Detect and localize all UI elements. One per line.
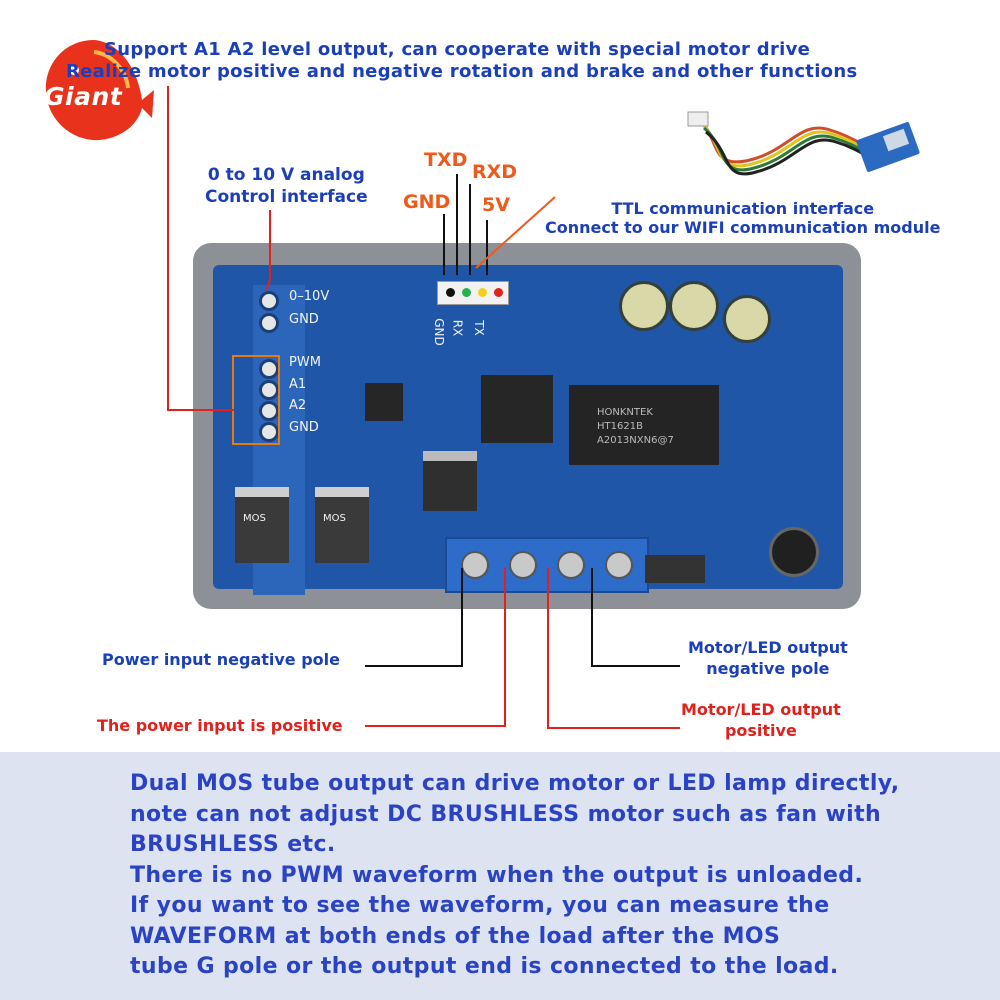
- notes-panel: [0, 752, 1000, 1000]
- mosfet-2: MOS: [315, 487, 369, 563]
- chip-model: HT1621B: [597, 421, 643, 432]
- chip-code: A2013NXN6@7: [597, 435, 674, 446]
- motor-negative-line1: Motor/LED output: [688, 638, 848, 657]
- mosfet-1-label: MOS: [243, 513, 266, 524]
- diode: [645, 555, 705, 583]
- controller-enclosure: 0–10V GND PWM A1 A2 GND MOS MOS GND RX T…: [193, 243, 861, 609]
- ttl-note-line2: Connect to our WIFI communication module: [545, 218, 941, 237]
- motor-negative-label: Motor/LED output negative pole: [688, 637, 848, 679]
- lcd-driver-chip: HONKNTEK HT1621B A2013NXN6@7: [569, 385, 719, 465]
- txd-label: TXD: [424, 149, 468, 171]
- mosfet-1: MOS: [235, 487, 289, 563]
- notes-line6: WAVEFORM at both ends of the load after …: [130, 923, 781, 949]
- motor-positive-line1: Motor/LED output: [681, 700, 841, 719]
- capacitor-3: [723, 295, 771, 343]
- regulator: [423, 451, 477, 511]
- analog-in-silkscreen: 0–10V: [289, 289, 330, 304]
- ttl-interface-note: TTL communication interface Connect to o…: [545, 199, 940, 237]
- fish-logo-icon: [45, 40, 154, 141]
- uart-header: [437, 281, 509, 305]
- 5v-pin-label: 5V: [482, 194, 510, 216]
- leader-lines: [167, 86, 680, 729]
- notes-line7: tube G pole or the output end is connect…: [130, 954, 839, 979]
- analog-control-line1: 0 to 10 V analog: [207, 165, 365, 185]
- wifi-module-image: [687, 111, 920, 176]
- motor-positive-line2: positive: [724, 721, 797, 740]
- chip-brand: HONKNTEK: [597, 407, 653, 418]
- notes-line5: If you want to see the waveform, you can…: [130, 893, 830, 918]
- motor-negative-line2: negative pole: [706, 659, 830, 678]
- motor-positive-label: Motor/LED output positive: [681, 699, 841, 741]
- mosfet-2-label: MOS: [323, 513, 346, 524]
- pwm-silkscreen: PWM: [289, 355, 321, 370]
- level-output-note-line2: Realize motor positive and negative rota…: [66, 61, 858, 82]
- brand-logo: [34, 30, 164, 155]
- level-output-note-line1: Support A1 A2 level output, can cooperat…: [104, 39, 811, 60]
- brand-logo-text: Giant: [44, 82, 123, 111]
- notes-line4: There is no PWM waveform when the output…: [130, 862, 864, 888]
- gnd-pin-label: GND: [403, 191, 451, 213]
- small-ic: [365, 383, 403, 421]
- analog-control-line2: Control interface: [205, 187, 368, 207]
- capacitor-1: [619, 281, 669, 331]
- power-negative-label: Power input negative pole: [102, 650, 341, 669]
- pcb-board: 0–10V GND PWM A1 A2 GND MOS MOS GND RX T…: [213, 265, 843, 595]
- analog-control-note: 0 to 10 V analog Control interface: [205, 164, 368, 208]
- notes-text: Dual MOS tube output can drive motor or …: [130, 769, 900, 983]
- rxd-label: RXD: [472, 161, 518, 183]
- notes-line3: BRUSHLESS etc.: [130, 832, 336, 857]
- ttl-note-line1: TTL communication interface: [611, 199, 875, 218]
- capacitor-2: [669, 281, 719, 331]
- control-gnd-silkscreen: GND: [289, 420, 319, 435]
- notes-line1: Dual MOS tube output can drive motor or …: [130, 771, 900, 796]
- control-pins-highlight: [232, 355, 280, 445]
- notes-line2: note can not adjust DC BRUSHLESS motor s…: [130, 801, 882, 827]
- mcu-chip: [481, 375, 553, 443]
- a2-silkscreen: A2: [289, 398, 307, 413]
- capacitor-4: [769, 527, 819, 577]
- power-positive-label: The power input is positive: [97, 716, 343, 735]
- a1-silkscreen: A1: [289, 377, 307, 392]
- analog-gnd-silkscreen: GND: [289, 312, 319, 327]
